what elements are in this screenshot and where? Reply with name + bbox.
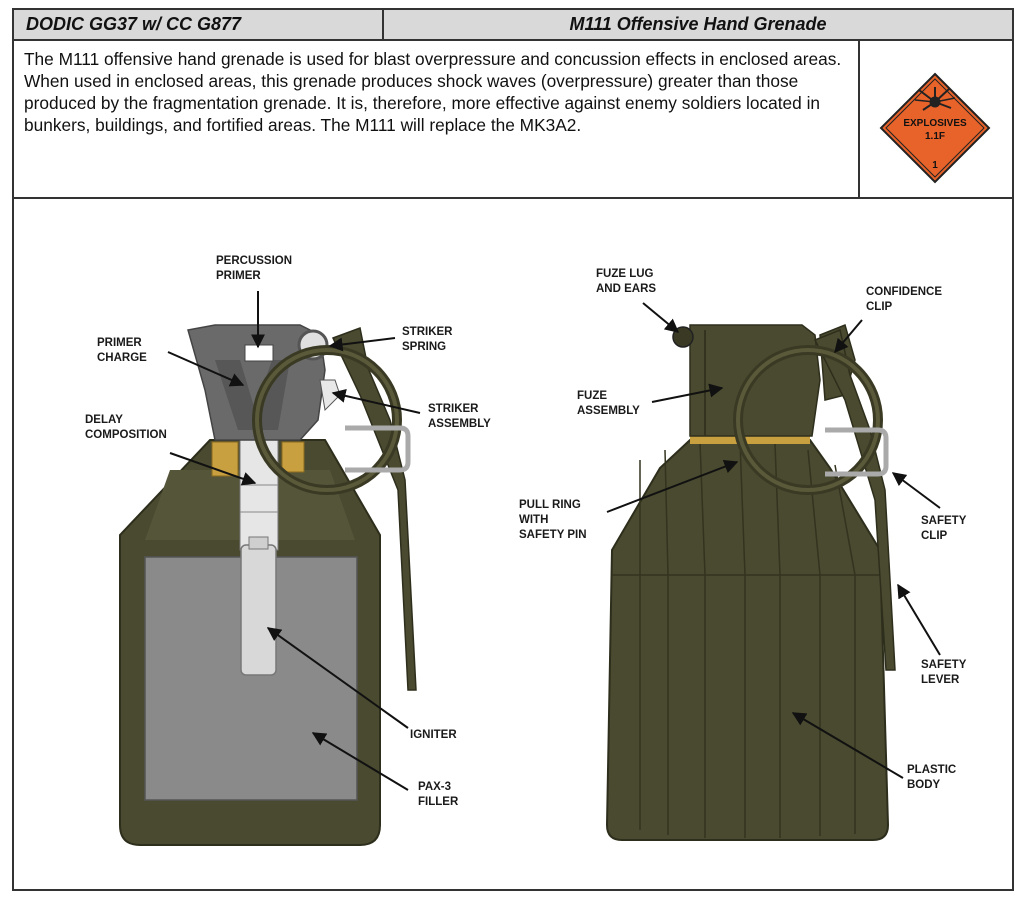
- label-confidence-clip: CONFIDENCE CLIP: [866, 286, 943, 313]
- striker-part: [319, 379, 341, 412]
- arrow-delay-composition: [169, 452, 257, 486]
- label-percussion-primer: PERCUSSION PRIMER: [216, 255, 293, 282]
- arrow-fuze-lug: [642, 302, 680, 333]
- brass-thread-right: [281, 441, 305, 473]
- cutaway-grenade: [119, 324, 417, 846]
- placard-label: EXPLOSIVES: [903, 118, 967, 129]
- percussion-primer-part: [244, 344, 274, 362]
- brass-thread-left: [211, 441, 239, 477]
- placard-class: 1: [932, 160, 938, 171]
- explosives-hazard-placard: EXPLOSIVES 1.1F 1: [879, 72, 991, 184]
- arrow-pax3-filler: [311, 732, 409, 791]
- dodic-header: DODIC GG37 w/ CC G877: [14, 10, 384, 41]
- exterior-safety-clip: [825, 427, 889, 477]
- igniter-cylinder: [240, 544, 277, 676]
- cutaway-safety-clip: [345, 425, 411, 473]
- arrow-plastic-body: [791, 712, 904, 779]
- explosion-icon: [914, 87, 956, 111]
- plastic-body-shell: [605, 439, 890, 841]
- arrow-striker-assembly: [331, 389, 421, 414]
- leader-arrows: [167, 291, 941, 791]
- label-pull-ring: PULL RING WITH SAFETY PIN: [519, 499, 587, 541]
- title-header: M111 Offensive Hand Grenade: [384, 10, 1012, 41]
- row-divider: [14, 197, 1012, 199]
- label-fuze-assembly: FUZE ASSEMBLY: [577, 390, 640, 417]
- label-fuze-lug: FUZE LUG AND EARS: [596, 268, 657, 295]
- hazard-cell-divider: [858, 41, 860, 199]
- label-plastic-body: PLASTIC BODY: [907, 764, 957, 791]
- arrow-striker-spring: [328, 337, 396, 352]
- arrow-igniter: [266, 627, 409, 729]
- label-safety-clip: SAFETY CLIP: [921, 515, 967, 542]
- label-pax3-filler: PAX-3 FILLER: [418, 781, 459, 808]
- brass-band: [690, 436, 810, 444]
- label-primer-charge: PRIMER CHARGE: [97, 337, 147, 364]
- description-text: The M111 offensive hand grenade is used …: [24, 49, 842, 135]
- arrow-primer-charge: [167, 351, 245, 387]
- arrow-safety-lever: [897, 583, 941, 656]
- arrow-pull-ring: [606, 459, 739, 513]
- cutaway-safety-lever: [331, 326, 417, 691]
- label-striker-assembly: STRIKER ASSEMBLY: [428, 403, 491, 430]
- label-safety-lever: SAFETY LEVER: [921, 659, 967, 686]
- arrow-fuze-assembly: [651, 383, 724, 403]
- data-sheet: DODIC GG37 w/ CC G877 M111 Offensive Han…: [12, 8, 1014, 891]
- arrow-confidence-clip: [834, 319, 863, 354]
- arrow-safety-clip: [891, 472, 941, 509]
- label-igniter: IGNITER: [410, 729, 457, 741]
- placard-division: 1.1F: [925, 131, 945, 142]
- label-striker-spring: STRIKER SPRING: [402, 326, 453, 353]
- exterior-grenade: [605, 323, 896, 841]
- label-delay-composition: DELAY COMPOSITION: [85, 414, 167, 441]
